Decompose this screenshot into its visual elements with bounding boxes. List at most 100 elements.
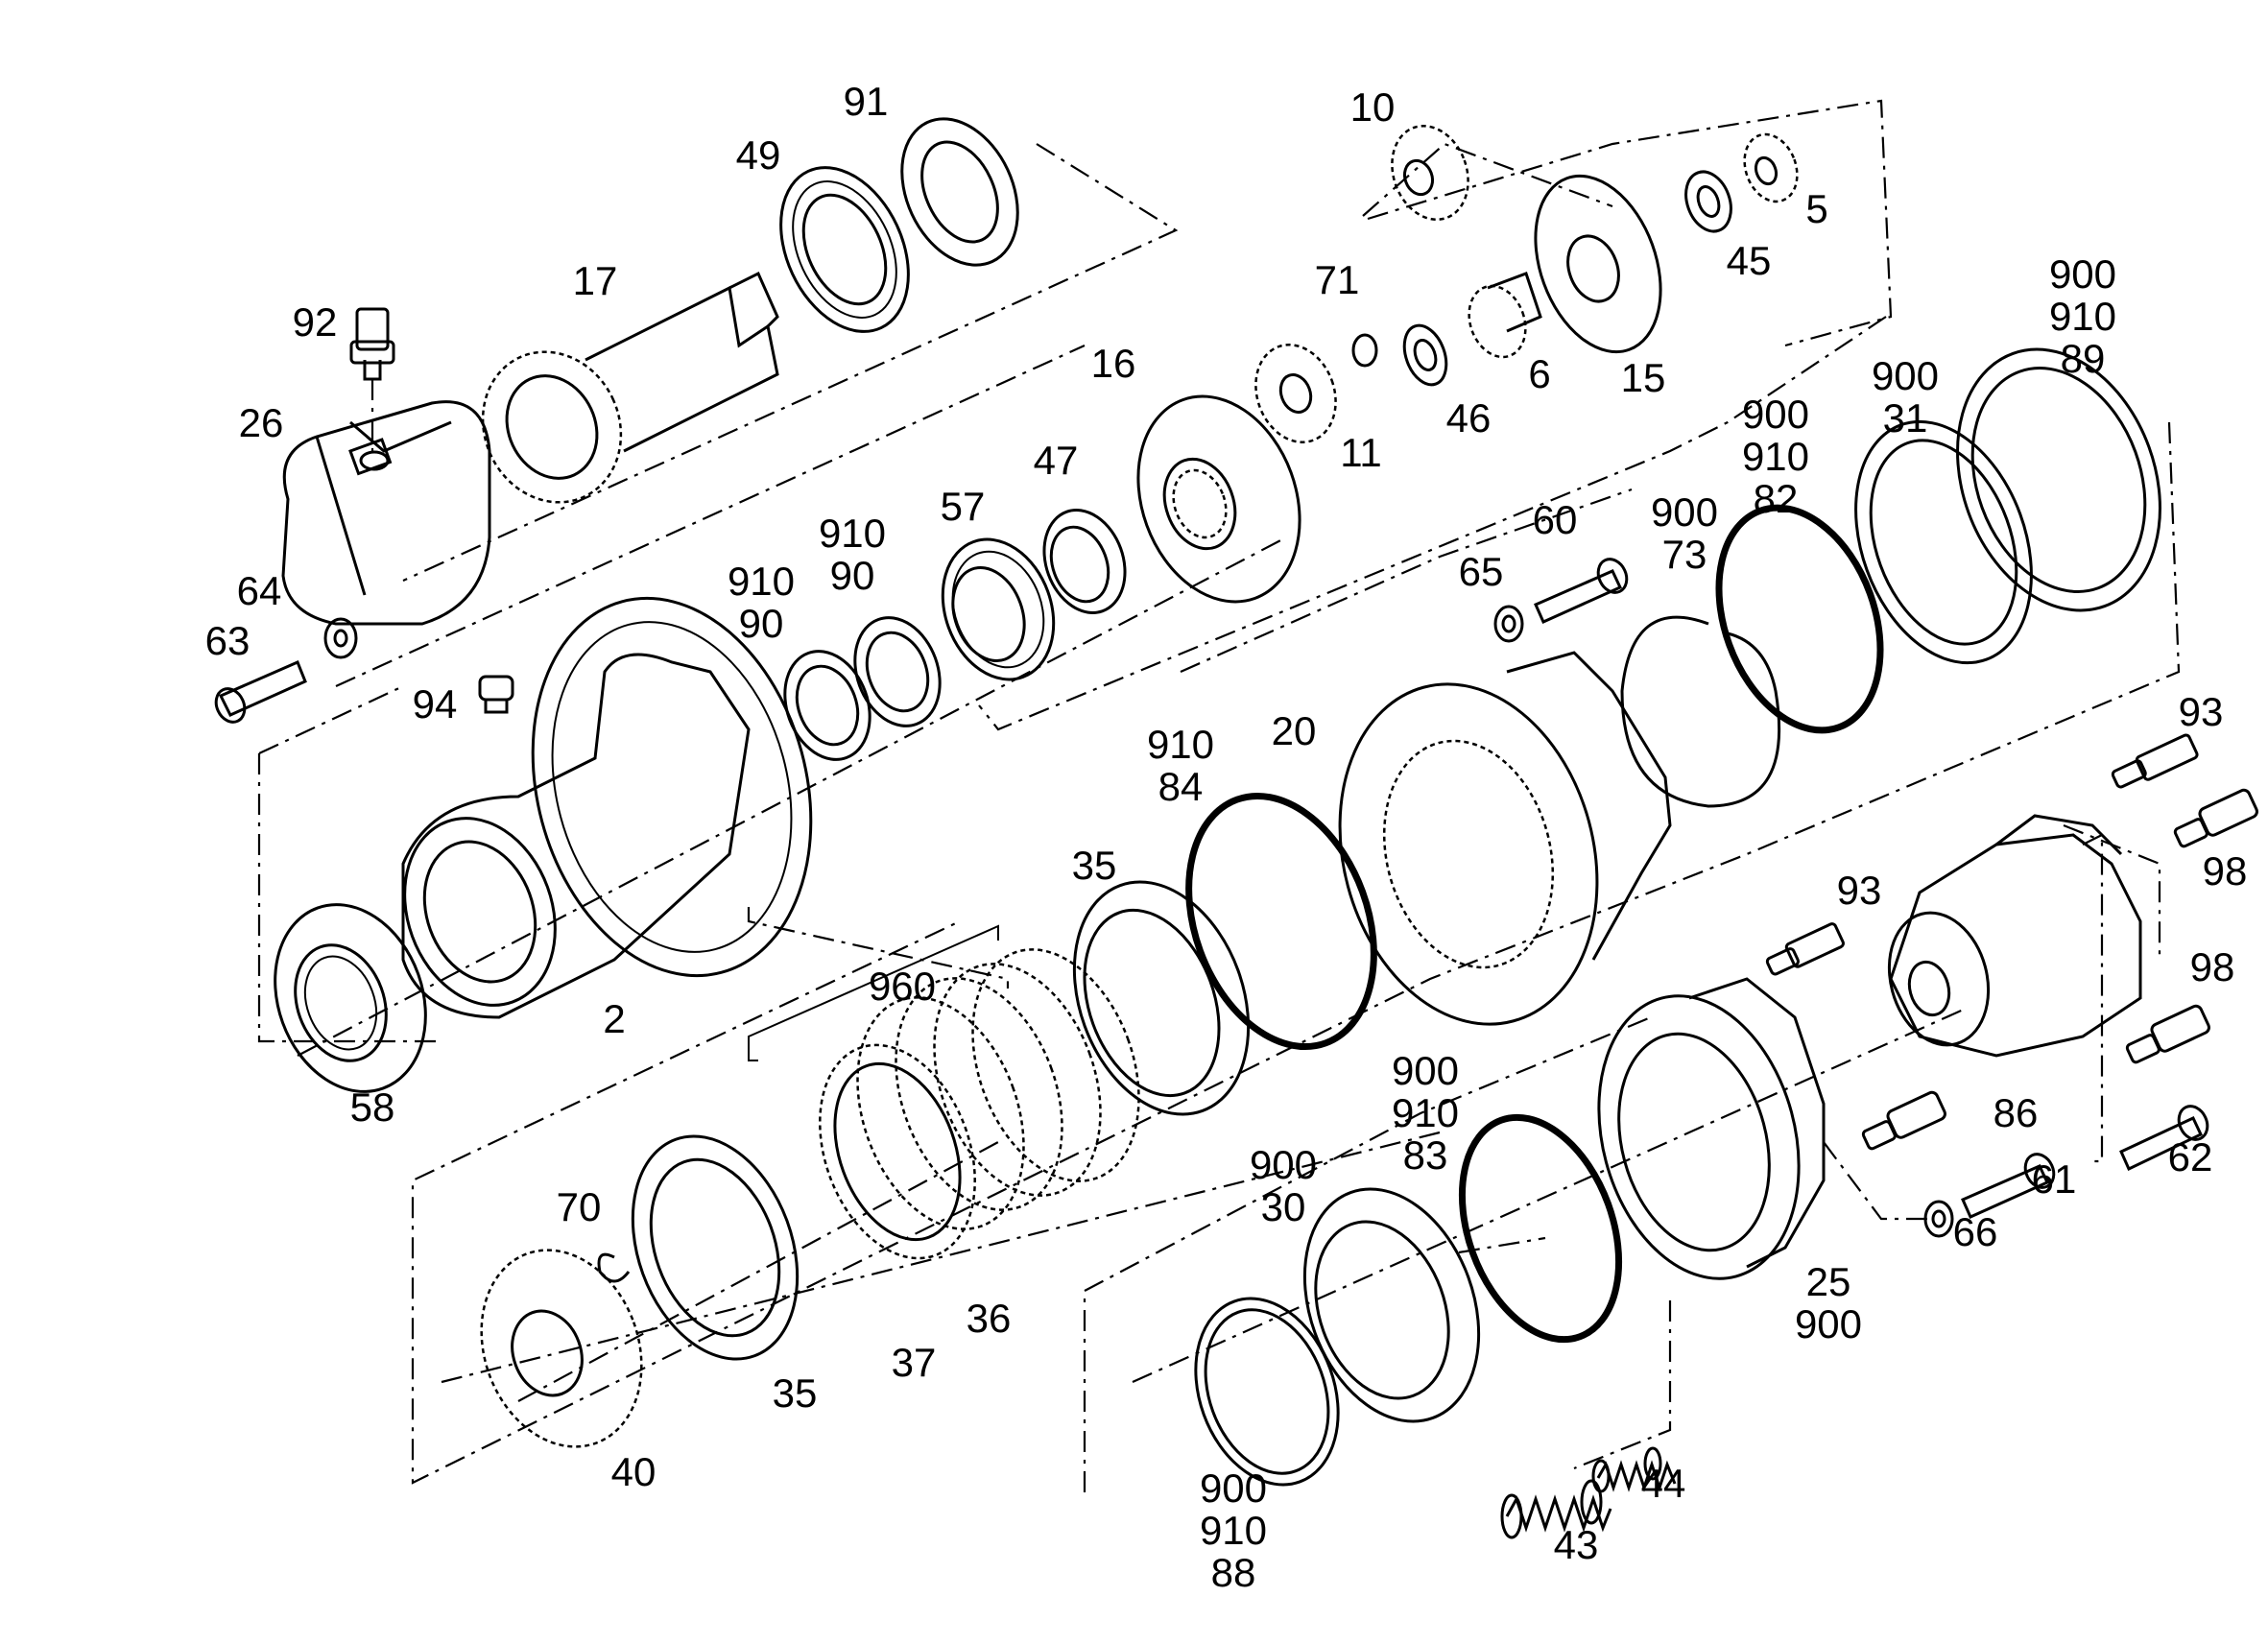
part-label-37: 37 xyxy=(892,1340,937,1385)
part-label-line: 900 xyxy=(1200,1465,1267,1511)
part-73-snap-ring xyxy=(1620,615,1781,808)
part-71-snap-ring xyxy=(1351,333,1378,368)
part-label-line: 17 xyxy=(573,258,618,303)
part-89-seal-ring xyxy=(1956,347,2161,612)
part-960-disc-pack xyxy=(748,924,1140,1260)
part-label-line: 73 xyxy=(1662,532,1707,577)
part-label-65: 65 xyxy=(1459,549,1504,594)
part-label-line: 71 xyxy=(1315,257,1360,302)
part-label-line: 84 xyxy=(1158,764,1204,809)
part-11-planet-gear xyxy=(1254,344,1337,443)
part-label-line: 910 xyxy=(1742,434,1809,479)
part-label-92: 92 xyxy=(293,299,338,345)
part-64-washer xyxy=(323,617,358,659)
part-label-line: 20 xyxy=(1272,708,1317,753)
part-label-line: 65 xyxy=(1459,549,1504,594)
part-label-26: 26 xyxy=(239,400,284,445)
part-label-43: 43 xyxy=(1554,1522,1599,1567)
part-20-ring-gear-housing xyxy=(1338,651,1672,1026)
part-label-line: 47 xyxy=(1034,438,1079,483)
part-label-46: 46 xyxy=(1446,395,1492,441)
part-label-45: 45 xyxy=(1727,238,1772,283)
part-49-bearing xyxy=(779,166,910,333)
part-label-line: 900 xyxy=(2049,251,2116,297)
part-label-line: 61 xyxy=(2032,1156,2077,1202)
part-label-line: 900 xyxy=(1872,353,1939,398)
part-label-line: 910 xyxy=(819,511,886,556)
part-label-93-b: 93 xyxy=(1837,868,1882,913)
part-35-ring-a xyxy=(1072,880,1251,1116)
part-label-6: 6 xyxy=(1528,351,1550,396)
part-60-screw xyxy=(1534,558,1629,624)
part-label-line: 11 xyxy=(1340,430,1382,475)
part-label-line: 88 xyxy=(1211,1550,1256,1595)
part-70-snap-ring xyxy=(597,1252,631,1283)
part-label-line: 25 xyxy=(1806,1259,1851,1304)
part-label-line: 57 xyxy=(941,484,986,529)
part-5-gear xyxy=(1743,132,1799,203)
part-30-seal-ring xyxy=(1302,1187,1481,1423)
part-label-49: 49 xyxy=(736,132,781,178)
part-label-line: 910 xyxy=(1392,1090,1459,1135)
part-61-screw xyxy=(1961,1153,2056,1219)
part-90-ring-b xyxy=(853,616,942,727)
part-label-line: 6 xyxy=(1528,351,1550,396)
part-label-61: 61 xyxy=(2032,1156,2077,1202)
part-label-35-a: 35 xyxy=(1072,843,1117,888)
part-label-line: 62 xyxy=(2168,1134,2213,1179)
part-label-63: 63 xyxy=(205,618,251,663)
part-label-line: 35 xyxy=(1072,843,1117,888)
part-label-line: 60 xyxy=(1533,497,1578,542)
part-label-line: 45 xyxy=(1727,238,1772,283)
part-label-line: 10 xyxy=(1350,84,1396,130)
part-label-11: 11 xyxy=(1340,430,1382,475)
part-label-line: 36 xyxy=(967,1296,1012,1341)
part-98-fitting-a xyxy=(2173,788,2258,848)
part-label-line: 16 xyxy=(1091,341,1136,386)
part-label-line: 98 xyxy=(2203,848,2248,893)
part-label-40: 40 xyxy=(611,1449,657,1494)
part-66-washer xyxy=(1923,1200,1954,1238)
part-label-16: 16 xyxy=(1091,341,1136,386)
part-label-line: 90 xyxy=(739,601,784,646)
part-label-71: 71 xyxy=(1315,257,1360,302)
part-label-line: 40 xyxy=(611,1449,657,1494)
part-40-gear xyxy=(480,1249,643,1448)
part-label-line: 83 xyxy=(1403,1132,1448,1178)
part-31-seal-ring xyxy=(1854,419,2033,665)
part-label-line: 93 xyxy=(2179,689,2224,734)
part-label-line: 63 xyxy=(205,618,251,663)
part-label-line: 93 xyxy=(1837,868,1882,913)
part-label-93-a: 93 xyxy=(2179,689,2224,734)
part-label-line: 49 xyxy=(736,132,781,178)
part-label-line: 910 xyxy=(1200,1508,1267,1553)
part-label-line: 82 xyxy=(1754,476,1799,521)
part-label-62: 62 xyxy=(2168,1134,2213,1179)
part-92-plug xyxy=(349,307,395,451)
part-93-fitting-b xyxy=(1765,922,1845,976)
part-label-98-a: 98 xyxy=(2203,848,2248,893)
part-label-line: 58 xyxy=(350,1084,395,1130)
part-label-20: 20 xyxy=(1272,708,1317,753)
part-label-line: 2 xyxy=(603,996,625,1041)
part-label-98-b: 98 xyxy=(2190,944,2235,989)
part-label-line: 15 xyxy=(1621,355,1666,400)
part-57-bearing xyxy=(941,537,1056,681)
part-46-washer xyxy=(1402,323,1448,387)
part-82-o-ring xyxy=(1715,504,1884,734)
part-label-10: 10 xyxy=(1350,84,1396,130)
part-label-66: 66 xyxy=(1953,1209,1998,1254)
part-label-35-b: 35 xyxy=(773,1370,818,1416)
part-label-960: 960 xyxy=(869,964,936,1009)
part-label-44: 44 xyxy=(1641,1461,1686,1506)
part-label-line: 900 xyxy=(1651,489,1718,535)
part-6-sun-gear xyxy=(1468,272,1542,359)
